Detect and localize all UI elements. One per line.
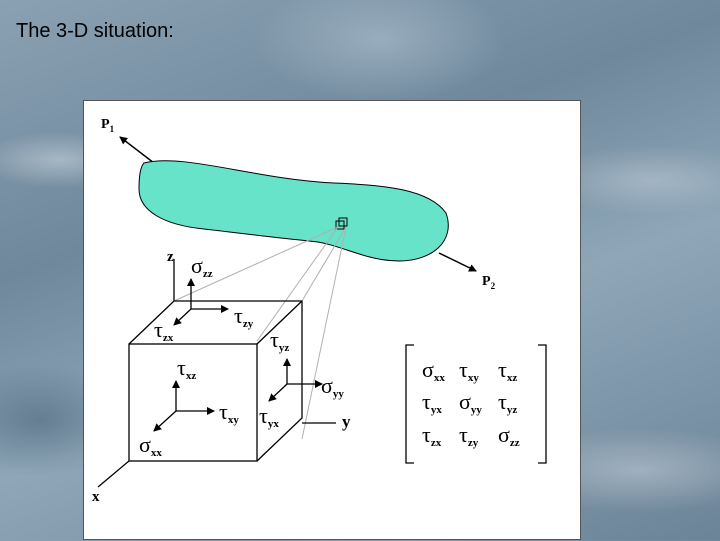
force-p1-arrow bbox=[119, 136, 155, 164]
matrix-cell-0-0: σxx bbox=[422, 357, 445, 384]
matrix-cell-2-2: σzz bbox=[498, 422, 520, 449]
stress-diagram: P1 P2 z y x σzz τzx τzy τyz τxz τxy τyx … bbox=[92, 117, 547, 505]
slide-title: The 3-D situation: bbox=[16, 20, 174, 42]
tau-zx-label: τzx bbox=[154, 317, 174, 344]
sigma-xx-label: σxx bbox=[139, 432, 162, 459]
loaded-body bbox=[138, 160, 449, 262]
y-axis-label: y bbox=[342, 412, 351, 431]
p1-label: P1 bbox=[101, 117, 115, 134]
matrix-cell-0-2: τxz bbox=[498, 357, 517, 384]
matrix-cell-0-1: τxy bbox=[459, 357, 479, 384]
x-axis-label: x bbox=[92, 489, 100, 505]
matrix-cell-1-2: τyz bbox=[498, 389, 517, 416]
stress-cube bbox=[128, 300, 303, 462]
sigma-yy-label: σyy bbox=[321, 373, 344, 400]
tau-yx-label: τyx bbox=[259, 403, 279, 430]
sigma-zz-label: σzz bbox=[191, 253, 213, 280]
z-axis-label: z bbox=[167, 249, 174, 265]
stress-figure: P1 P2 z y x σzz τzx τzy τyz τxz τxy τyx … bbox=[83, 100, 581, 540]
matrix-cell-1-1: σyy bbox=[459, 389, 482, 416]
matrix-cell-2-0: τzx bbox=[422, 422, 442, 449]
matrix-cell-1-0: τyx bbox=[422, 389, 442, 416]
tau-zy-label: τzy bbox=[234, 303, 254, 330]
p2-label: P2 bbox=[482, 274, 496, 291]
matrix-cell-2-1: τzy bbox=[459, 422, 479, 449]
front-normal-arrow bbox=[153, 410, 177, 432]
side-shear-x-arrow bbox=[268, 383, 288, 402]
matrix-left-bracket bbox=[405, 344, 414, 464]
projection-lines bbox=[173, 226, 347, 440]
tau-xz-label: τxz bbox=[177, 355, 196, 382]
x-axis-line bbox=[97, 460, 130, 488]
matrix-right-bracket bbox=[538, 344, 547, 464]
top-shear-x-arrow bbox=[173, 308, 192, 326]
element-marker bbox=[335, 217, 348, 230]
tau-yz-label: τyz bbox=[270, 327, 289, 354]
tau-xy-label: τxy bbox=[219, 399, 239, 426]
force-p2-arrow bbox=[438, 252, 477, 272]
